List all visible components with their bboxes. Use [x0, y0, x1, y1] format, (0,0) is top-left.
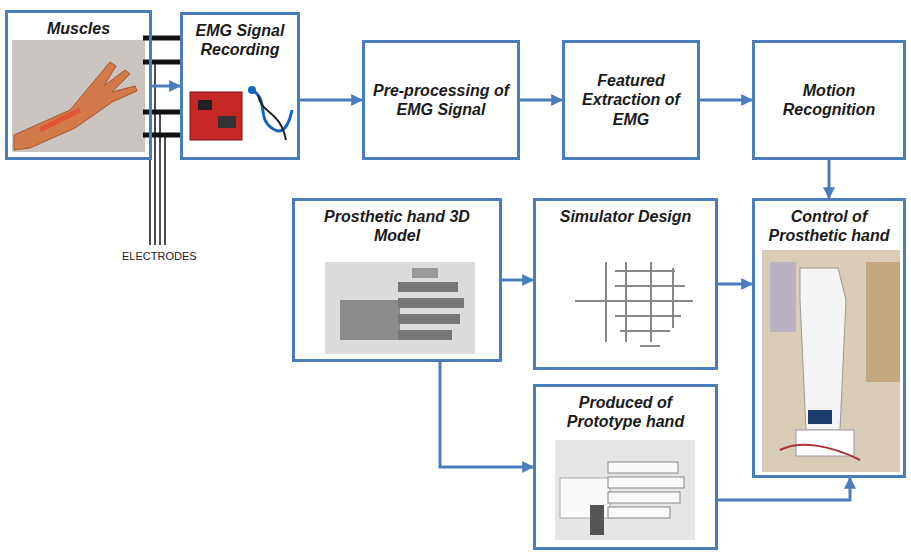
electrode-label: ELECTRODES — [122, 250, 197, 262]
hand-3d-model — [325, 262, 475, 354]
flow-arrow — [440, 362, 533, 467]
flow-arrow — [700, 99, 752, 102]
box-title: Pre-processing of EMG Signal — [371, 81, 511, 119]
process-box: Pre-processing of EMG Signal — [362, 40, 520, 160]
prototype-box: Produced of Prototype hand — [533, 384, 718, 550]
flow-arrow — [152, 85, 180, 88]
control-photo — [762, 250, 900, 472]
flow-arrow — [520, 99, 562, 102]
model-box: Prosthetic hand 3D Model — [292, 198, 502, 362]
simulator-sketch — [575, 262, 693, 347]
control-box: Control of Prosthetic hand — [752, 198, 906, 478]
process-box: Featured Extraction of EMG — [562, 40, 700, 160]
flow-arrow — [718, 283, 752, 286]
flow-arrow — [828, 160, 831, 198]
flow-arrow — [300, 99, 362, 102]
box-title: Prosthetic hand 3D Model — [301, 207, 493, 245]
box-title: Produced of Prototype hand — [542, 393, 709, 431]
box-title: Motion Recognition — [761, 81, 897, 119]
box-title: EMG Signal Recording — [189, 21, 291, 59]
electrode-wires — [143, 38, 180, 245]
box-title: Featured Extraction of EMG — [571, 71, 691, 129]
box-title: Muscles — [47, 19, 110, 38]
flow-arrow — [502, 279, 533, 282]
emg-hardware — [190, 86, 292, 140]
simulator-box: Simulator Design — [533, 198, 718, 370]
muscles-box: Muscles — [5, 10, 152, 160]
prototype-hand-photo — [555, 440, 695, 540]
flow-arrow — [718, 478, 850, 500]
arm-illustration — [12, 40, 145, 152]
box-title: Simulator Design — [560, 207, 692, 226]
box-title: Control of Prosthetic hand — [761, 207, 897, 245]
process-box: Motion Recognition — [752, 40, 906, 160]
recording-box: EMG Signal Recording — [180, 12, 300, 160]
